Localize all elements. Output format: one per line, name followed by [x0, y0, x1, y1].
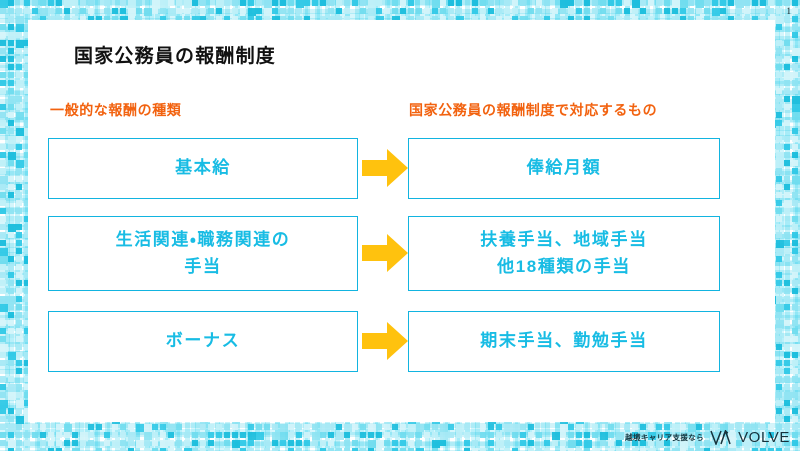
footer-branding: 越境キャリア支援なら VOLVE — [625, 430, 790, 445]
column-header-right: 国家公務員の報酬制度で対応するもの — [409, 102, 658, 118]
civil-servant-equivalent-box: 扶養手当、地域手当 他18種類の手当 — [408, 216, 720, 291]
page-number: 1 — [786, 6, 792, 16]
footer-tagline: 越境キャリア支援なら — [625, 433, 705, 442]
civil-servant-equivalent-label: 俸給月額 — [526, 158, 602, 178]
column-header-left: 一般的な報酬の種類 — [50, 102, 182, 118]
civil-servant-equivalent-box: 俸給月額 — [408, 138, 720, 199]
right-arrow-icon — [362, 322, 408, 360]
civil-servant-equivalent-label: 扶養手当、地域手当 他18種類の手当 — [480, 230, 648, 276]
brand-wordmark: VOLVE — [738, 429, 790, 446]
page-title: 国家公務員の報酬制度 — [74, 46, 277, 67]
general-type-box: 生活関連・職務関連の 手当 — [48, 216, 358, 291]
brand-logo: VOLVE — [710, 430, 790, 445]
general-type-label: 基本給 — [175, 158, 231, 178]
right-arrow-icon — [362, 149, 408, 187]
check-arrow-icon — [710, 430, 731, 445]
general-type-box: ボーナス — [48, 311, 358, 372]
civil-servant-equivalent-box: 期末手当、勤勉手当 — [408, 311, 720, 372]
civil-servant-equivalent-label: 期末手当、勤勉手当 — [480, 331, 648, 351]
general-type-label: ボーナス — [165, 331, 241, 351]
right-arrow-icon — [362, 234, 408, 272]
general-type-label: 生活関連・職務関連の 手当 — [115, 230, 291, 276]
general-type-box: 基本給 — [48, 138, 358, 199]
